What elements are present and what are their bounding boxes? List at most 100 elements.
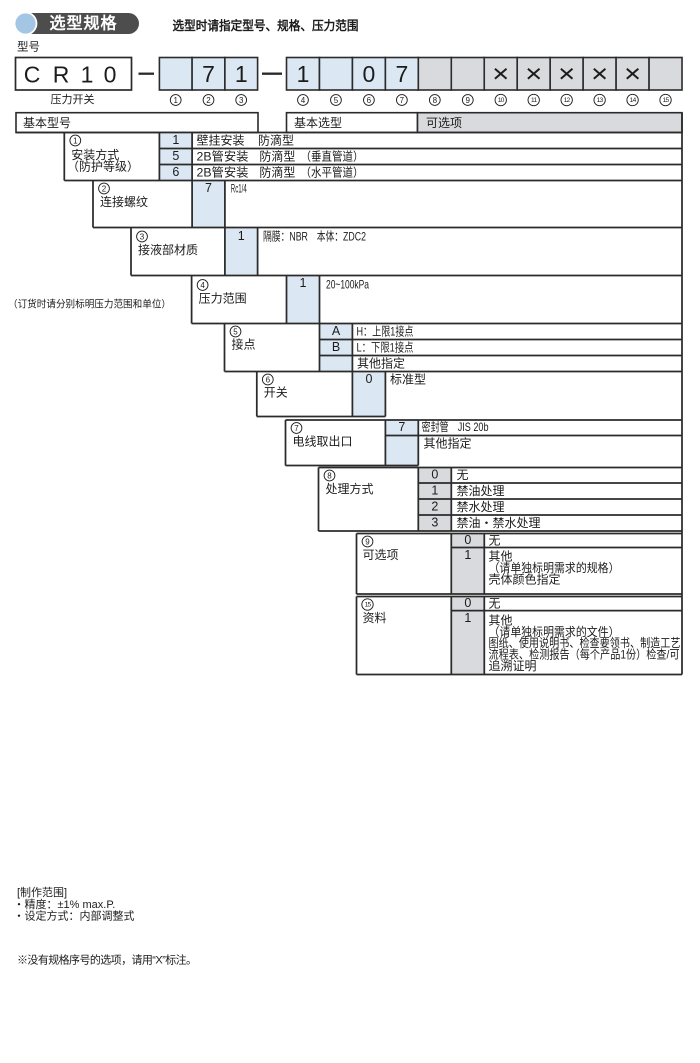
svg-text:7: 7	[202, 61, 215, 87]
svg-text:壁挂安装: 壁挂安装	[197, 133, 245, 148]
svg-text:5: 5	[334, 96, 339, 105]
svg-text:禁水处理: 禁水处理	[457, 500, 505, 514]
svg-text:1: 1	[73, 137, 78, 146]
svg-text:电线取出口: 电线取出口	[293, 435, 353, 449]
svg-text:4: 4	[200, 281, 205, 290]
svg-text:0: 0	[366, 372, 373, 386]
svg-text:1: 1	[464, 548, 471, 562]
svg-text:标准型: 标准型	[390, 373, 426, 387]
svg-text:2: 2	[206, 96, 211, 105]
svg-text:※没有规格序号的选项，请用“X”标注。: ※没有规格序号的选项，请用“X”标注。	[17, 953, 197, 967]
svg-text:追溯证明: 追溯证明	[489, 658, 537, 673]
svg-text:8: 8	[433, 96, 438, 105]
svg-text:10: 10	[498, 97, 505, 104]
svg-text:5: 5	[172, 149, 179, 163]
svg-text:型号: 型号	[17, 40, 40, 54]
svg-text:处理方式: 处理方式	[326, 481, 374, 496]
svg-text:0: 0	[363, 61, 376, 87]
svg-text:6: 6	[266, 376, 271, 385]
svg-text:A: A	[332, 324, 341, 338]
svg-text:1: 1	[173, 96, 178, 105]
svg-text:[制作范围]: [制作范围]	[17, 885, 67, 899]
svg-text:7: 7	[400, 96, 405, 105]
svg-text:1: 1	[81, 62, 94, 88]
svg-text:接液部材质: 接液部材质	[138, 242, 198, 257]
svg-text:防滴型: 防滴型	[259, 165, 295, 180]
svg-text:基本型号: 基本型号	[23, 116, 71, 130]
svg-text:0: 0	[464, 596, 471, 610]
svg-text:选型时请指定型号、规格、压力范围: 选型时请指定型号、规格、压力范围	[173, 18, 359, 33]
svg-text:图纸、使用说明书、检查要领书、制造工艺: 图纸、使用说明书、检查要领书、制造工艺	[489, 635, 681, 650]
svg-text:（防护等级）: （防护等级）	[67, 159, 139, 174]
svg-text:隔膜：NBR 本体：ZDC2: 隔膜：NBR 本体：ZDC2	[263, 230, 366, 244]
svg-text:・精度：±1% max.P.: ・精度：±1% max.P.	[14, 897, 116, 911]
svg-text:4: 4	[301, 96, 306, 105]
svg-text:禁油处理: 禁油处理	[457, 484, 505, 498]
svg-text:0: 0	[431, 468, 438, 482]
svg-text:流程表、检测报告（每个产品1份）检查/可: 流程表、检测报告（每个产品1份）检查/可	[489, 647, 680, 662]
svg-text:9: 9	[466, 96, 471, 105]
svg-text:安装方式: 安装方式	[71, 147, 119, 162]
svg-text:开关: 开关	[264, 386, 288, 400]
svg-text:壳体颜色指定: 壳体颜色指定	[489, 571, 561, 586]
svg-text:（垂直管道）: （垂直管道）	[301, 149, 364, 164]
svg-text:防滴型: 防滴型	[258, 133, 294, 148]
svg-text:密封管 JIS 20b: 密封管 JIS 20b	[422, 419, 489, 434]
svg-text:无: 无	[489, 534, 501, 548]
svg-text:7: 7	[205, 181, 212, 195]
svg-text:接点: 接点	[232, 337, 256, 352]
svg-text:7: 7	[294, 424, 299, 433]
svg-text:禁油・禁水处理: 禁油・禁水处理	[457, 516, 541, 530]
svg-text:R: R	[53, 62, 70, 88]
svg-text:其他: 其他	[489, 550, 513, 564]
svg-text:其他指定: 其他指定	[424, 436, 472, 451]
svg-text:7: 7	[395, 61, 408, 87]
svg-text:资料: 资料	[363, 611, 387, 625]
svg-text:无: 无	[489, 597, 501, 611]
svg-text:13: 13	[597, 97, 604, 104]
svg-text:6: 6	[367, 96, 372, 105]
svg-text:1: 1	[431, 484, 438, 498]
svg-text:防滴型: 防滴型	[259, 149, 295, 164]
svg-text:7: 7	[398, 420, 405, 434]
svg-text:2B管安装: 2B管安装	[197, 165, 249, 180]
svg-text:8: 8	[327, 472, 332, 481]
svg-text:2: 2	[431, 500, 438, 514]
svg-text:15: 15	[663, 97, 670, 104]
svg-text:可选项: 可选项	[363, 548, 399, 562]
svg-text:C: C	[24, 62, 41, 88]
svg-text:11: 11	[531, 97, 537, 104]
svg-text:连接螺纹: 连接螺纹	[100, 194, 148, 209]
svg-text:0: 0	[104, 62, 117, 88]
svg-text:可选项: 可选项	[426, 116, 462, 130]
svg-text:（订货时请分别标明压力范围和单位）: （订货时请分别标明压力范围和单位）	[8, 298, 171, 311]
svg-text:3: 3	[239, 96, 244, 105]
svg-text:1: 1	[235, 61, 248, 87]
svg-text:3: 3	[431, 516, 438, 530]
svg-text:1: 1	[300, 276, 307, 290]
svg-text:0: 0	[464, 533, 471, 547]
svg-text:2: 2	[102, 185, 107, 194]
svg-text:压力范围: 压力范围	[199, 292, 247, 306]
svg-text:（请单独标明需求的规格）: （请单独标明需求的规格）	[489, 560, 620, 575]
svg-text:1: 1	[297, 61, 310, 87]
svg-text:・设定方式：内部调整式: ・设定方式：内部调整式	[14, 909, 135, 923]
svg-text:14: 14	[630, 97, 637, 104]
svg-text:1: 1	[238, 229, 245, 243]
svg-text:1: 1	[464, 611, 471, 625]
svg-text:压力开关: 压力开关	[51, 92, 95, 106]
svg-text:20~100kPa: 20~100kPa	[326, 278, 369, 292]
svg-text:其他: 其他	[489, 613, 513, 627]
svg-text:选型规格: 选型规格	[49, 14, 117, 33]
svg-text:12: 12	[564, 97, 571, 104]
svg-text:（水平管道）: （水平管道）	[301, 165, 364, 180]
svg-text:（请单独标明需求的文件）: （请单独标明需求的文件）	[489, 624, 620, 639]
svg-text:H：上限1接点: H：上限1接点	[357, 324, 414, 339]
svg-text:B: B	[332, 340, 340, 354]
svg-text:无: 无	[457, 468, 469, 482]
svg-text:2B管安装: 2B管安装	[197, 149, 249, 164]
svg-text:1: 1	[172, 133, 179, 147]
svg-text:5: 5	[233, 328, 238, 337]
svg-text:3: 3	[140, 233, 145, 242]
svg-text:15: 15	[365, 602, 372, 609]
